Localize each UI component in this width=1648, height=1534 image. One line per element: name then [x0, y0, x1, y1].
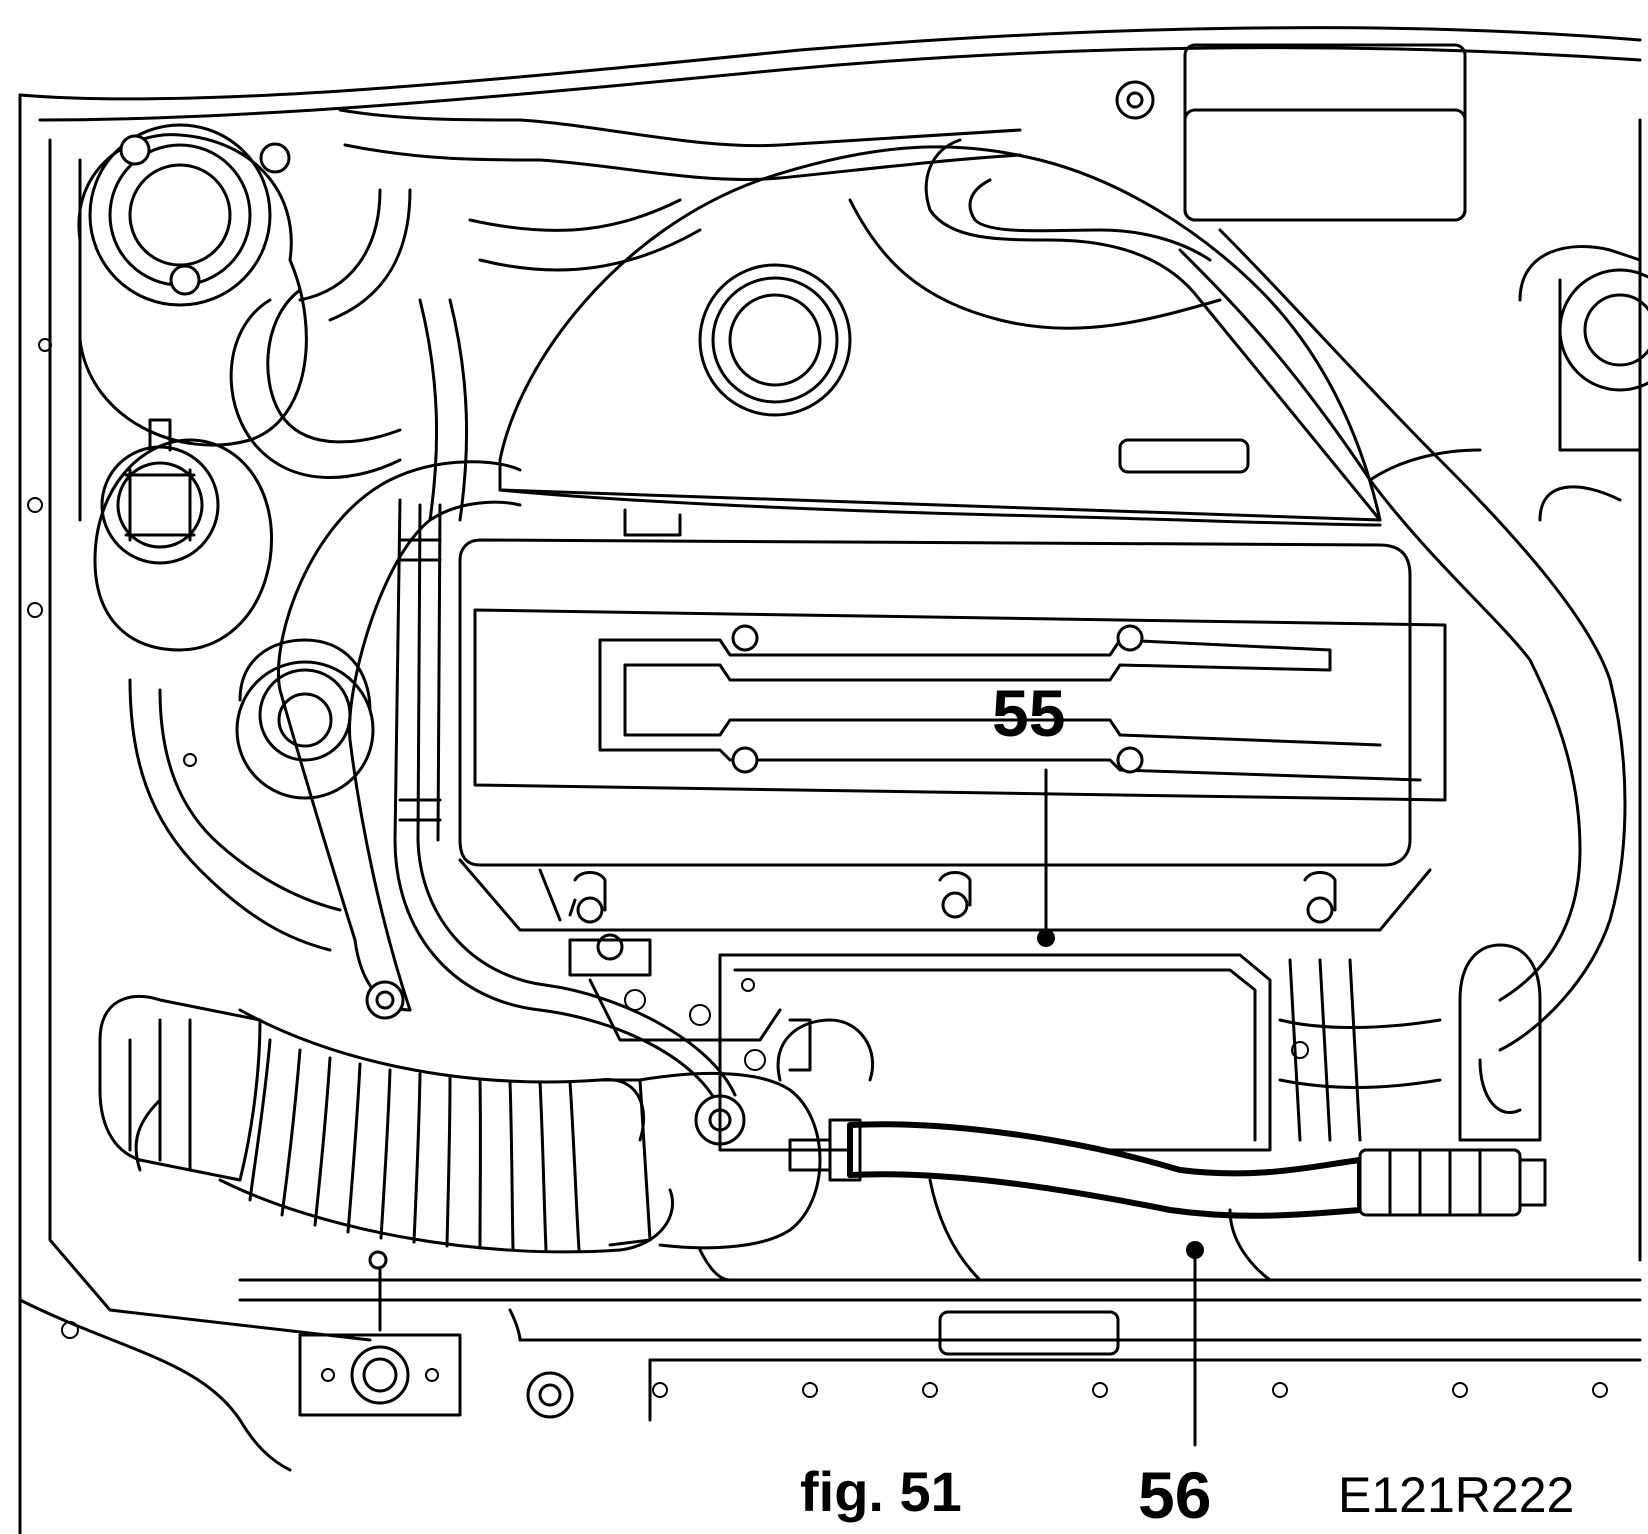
figure-caption: fig. 51	[800, 1460, 962, 1523]
callout-56-label: 56	[1138, 1458, 1212, 1532]
intake-pipe	[278, 462, 520, 1018]
chassis-holes	[28, 339, 196, 766]
power-steering-reservoir	[237, 640, 373, 798]
callout-55-label: 55	[992, 676, 1066, 750]
front-crossmember	[62, 1280, 1640, 1420]
engine-lower-block	[570, 935, 1440, 1150]
hose-56	[830, 1120, 1360, 1216]
relay-box	[1117, 45, 1465, 220]
fuel-lines	[395, 500, 744, 1144]
throttle-body	[640, 1020, 873, 1248]
callout-56-leader	[1186, 1241, 1204, 1445]
coolant-hoses	[130, 110, 1020, 950]
intake-bellows	[100, 996, 673, 1252]
body-outline	[20, 28, 1640, 1534]
strut-tower	[79, 125, 306, 445]
fluid-reservoir	[95, 420, 272, 650]
charge-air-pipe	[926, 140, 1625, 1050]
engine-top-cover	[500, 147, 1380, 535]
figure-code: E121R222	[1338, 1467, 1575, 1523]
valve-cover	[460, 540, 1445, 930]
misc-lines	[370, 1180, 1270, 1330]
hose-coupling	[1360, 1150, 1545, 1215]
right-side-components	[1460, 247, 1648, 1140]
callout-55-leader	[1037, 770, 1055, 947]
